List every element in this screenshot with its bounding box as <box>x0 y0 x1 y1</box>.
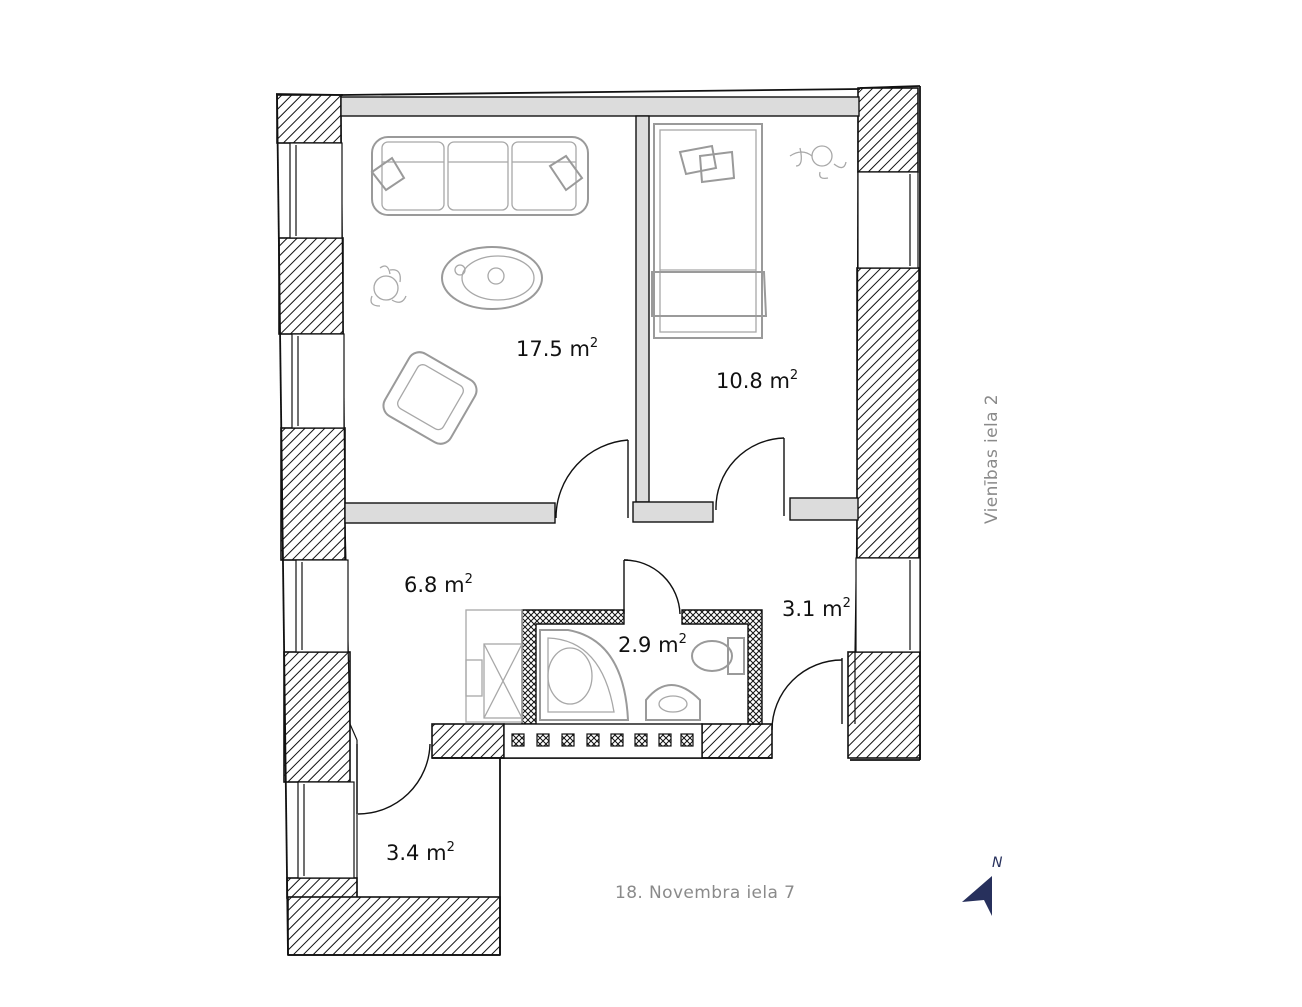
north-arrow-icon: N <box>962 855 1003 916</box>
interior-partitions <box>340 96 860 524</box>
room-labels: 17.5 m2 10.8 m2 6.8 m2 2.9 m2 3.1 m2 3.4… <box>386 336 851 865</box>
left-wall-segment <box>280 427 346 561</box>
bedroom-hall-partition <box>632 501 714 523</box>
bathroom-wall-right <box>701 723 773 759</box>
area-label-bathroom: 2.9 m2 <box>618 632 687 657</box>
top-partition <box>340 96 860 117</box>
door-entry <box>356 743 431 815</box>
area-label-wc-corridor: 3.1 m2 <box>782 596 851 621</box>
window-left-3 <box>295 559 349 653</box>
living-bedroom-partition <box>635 115 650 503</box>
toilet <box>691 637 745 675</box>
coffee-table-rug <box>441 246 543 310</box>
window-left-4 <box>297 781 355 879</box>
area-label-entry: 3.4 m2 <box>386 840 455 865</box>
door-bedroom <box>715 437 785 516</box>
windows <box>289 142 921 879</box>
left-wall-segment <box>286 877 358 899</box>
north-label: N <box>992 855 1003 871</box>
left-wall-segment <box>276 94 342 144</box>
vent-blocks <box>511 733 694 747</box>
window-left-2 <box>291 333 345 429</box>
armchair <box>382 351 478 445</box>
plant-living <box>370 265 407 307</box>
door-bathroom <box>623 559 681 615</box>
area-label-bedroom: 10.8 m2 <box>716 368 798 393</box>
bottom-wall <box>287 896 501 956</box>
bathroom-wall-left <box>431 723 505 759</box>
right-wall-segment <box>856 267 920 559</box>
window-right-1 <box>857 171 919 269</box>
left-wall-segment <box>283 651 351 783</box>
street-label-right: Vienības iela 2 <box>982 394 1002 524</box>
right-wall-segment <box>857 87 919 173</box>
plant-bedroom <box>789 145 847 180</box>
door-wc-corridor <box>771 658 843 731</box>
doors <box>356 437 843 815</box>
sofa <box>370 136 589 216</box>
area-label-hallway: 6.8 m2 <box>404 572 473 597</box>
living-hall-partition <box>344 502 556 524</box>
door-living-room <box>555 439 629 519</box>
right-wall-segment <box>847 651 921 759</box>
window-right-2 <box>855 557 921 653</box>
street-label-bottom: 18. Novembra iela 7 <box>615 883 795 903</box>
bathroom-block <box>503 609 763 759</box>
bed <box>651 123 768 339</box>
window-left-1 <box>289 142 343 239</box>
vent-strip <box>503 723 703 759</box>
building-outline <box>275 85 921 956</box>
right-hall-partition <box>789 497 859 521</box>
area-label-living-room: 17.5 m2 <box>516 336 598 361</box>
sink <box>645 684 701 721</box>
left-wall-segment <box>278 237 344 335</box>
kitchen-unit <box>465 609 523 723</box>
bathtub <box>539 629 630 721</box>
